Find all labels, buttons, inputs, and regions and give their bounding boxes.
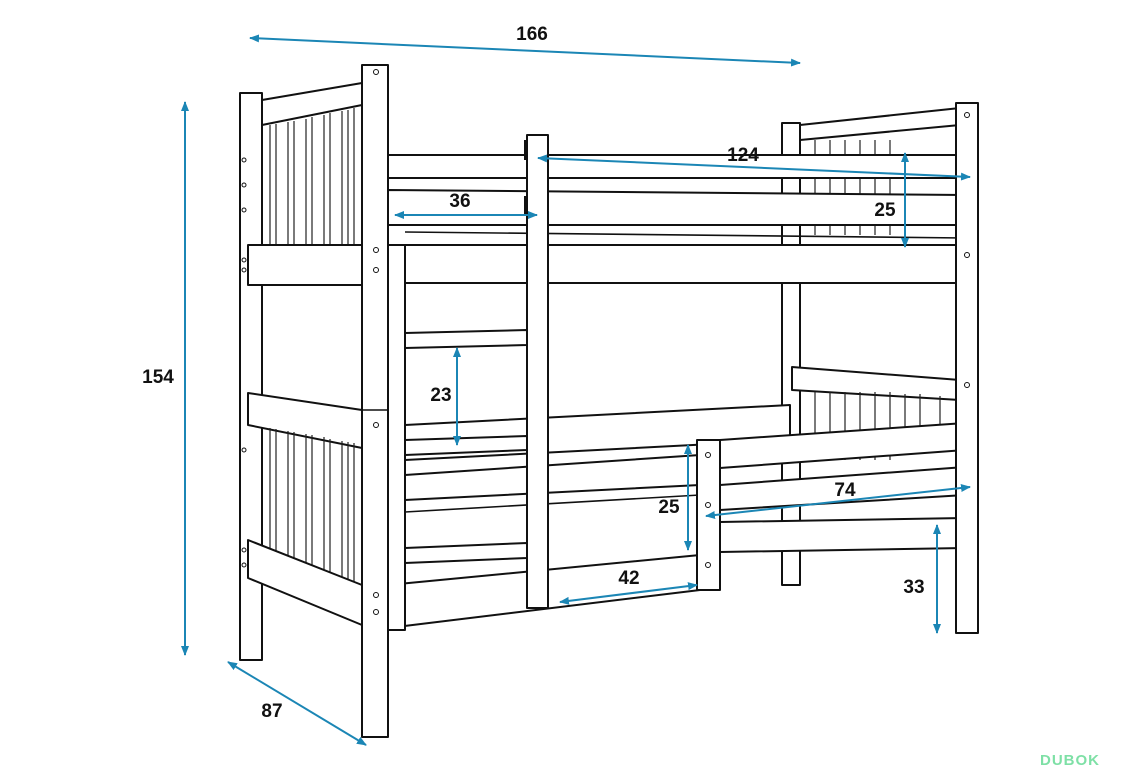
left-head-panel-lower xyxy=(247,392,363,626)
left-head-panel-upper xyxy=(247,82,363,286)
label-total-length: 166 xyxy=(516,24,548,45)
arrow-lower-guard-length xyxy=(705,484,971,519)
lower-guard-rail xyxy=(696,422,966,591)
label-upper-opening: 124 xyxy=(727,145,759,166)
brand-logo: DUBOK xyxy=(1040,752,1100,769)
label-depth: 87 xyxy=(261,701,283,722)
ladder xyxy=(387,134,549,631)
label-upper-ladder-offset: 36 xyxy=(449,191,471,212)
front-left-post xyxy=(241,64,389,738)
arrow-total-length xyxy=(249,34,801,67)
label-lower-guard-height: 25 xyxy=(658,497,680,518)
arrow-depth xyxy=(227,661,367,746)
arrow-upper-opening xyxy=(537,154,971,181)
label-lower-opening: 42 xyxy=(618,568,640,589)
label-rung-spacing: 23 xyxy=(430,385,452,406)
arrow-lower-opening xyxy=(559,582,698,605)
back-left-post xyxy=(239,92,263,661)
label-floor-clearance: 33 xyxy=(903,577,925,598)
label-lower-guard-length: 74 xyxy=(834,480,856,501)
front-right-post xyxy=(955,102,979,634)
label-upper-guard-height: 25 xyxy=(874,200,896,221)
back-right-post xyxy=(781,122,801,586)
label-total-height: 154 xyxy=(142,367,174,388)
